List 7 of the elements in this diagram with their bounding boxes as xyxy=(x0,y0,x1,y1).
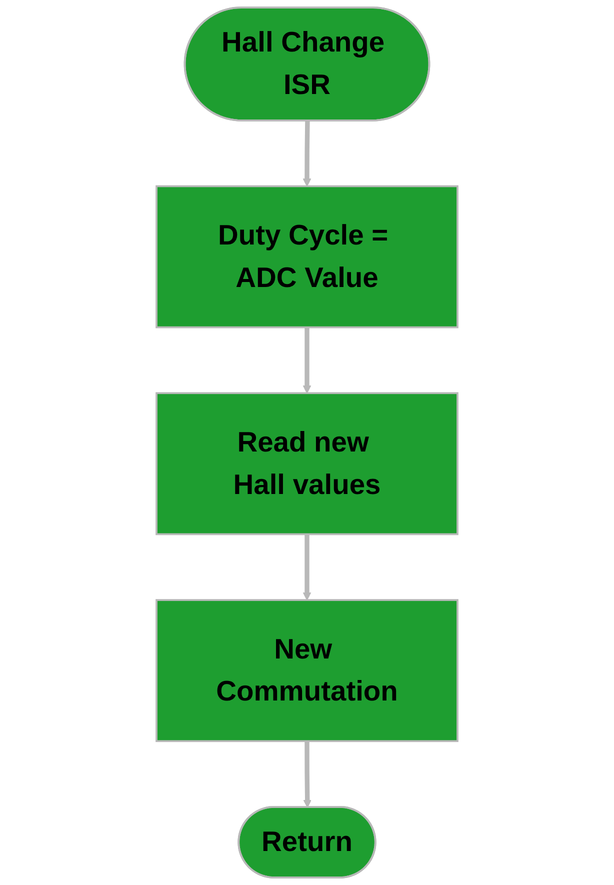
arrow xyxy=(302,120,312,187)
arrow xyxy=(302,534,312,600)
arrow xyxy=(303,741,312,808)
node-box: New Commutation xyxy=(156,599,458,742)
node-box: Duty Cycle = ADC Value xyxy=(156,185,458,328)
arrow xyxy=(302,327,312,394)
node-box: Read new Hall values xyxy=(156,392,458,536)
